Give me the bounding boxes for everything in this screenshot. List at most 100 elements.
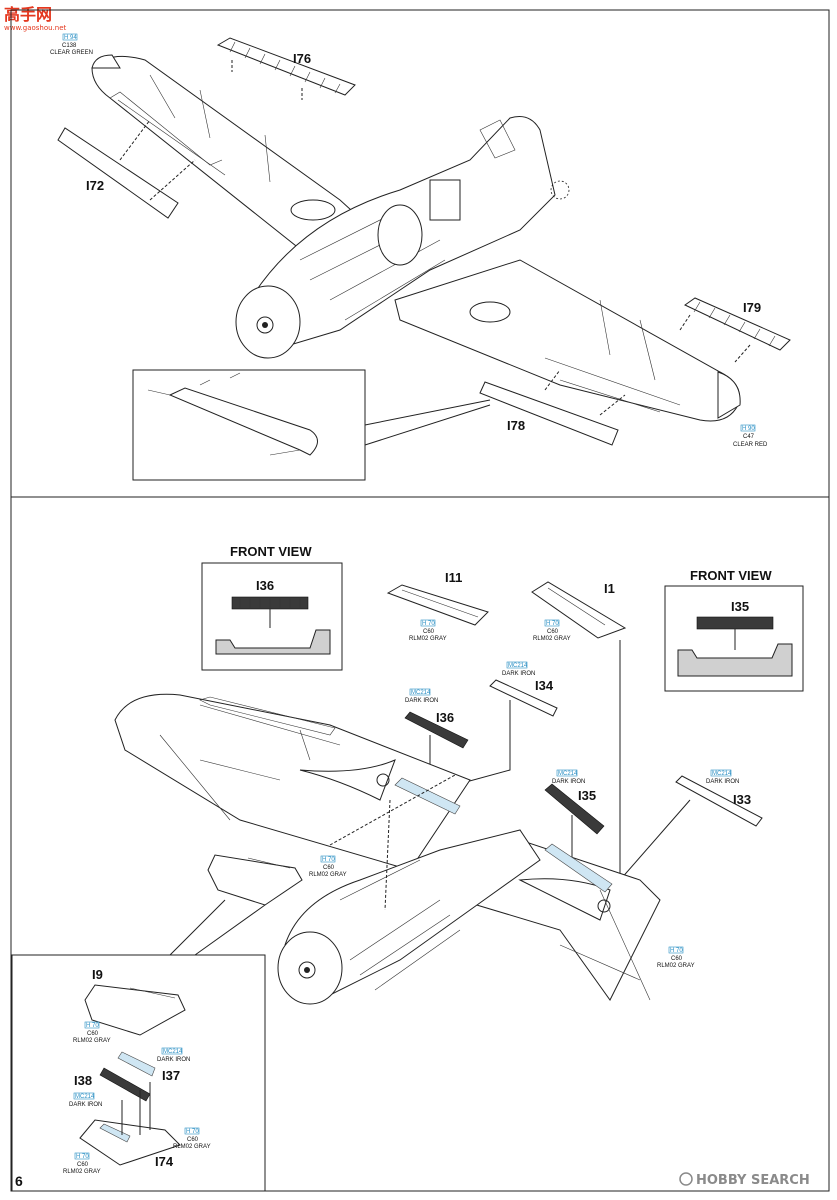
left-wingtip-light (91, 54, 121, 69)
label-i37: I37 (162, 1068, 180, 1083)
i9-detail-inset: I9 I37 I38 I74 6 (11, 854, 303, 1192)
lower-left-wing (114, 693, 471, 871)
callout-rlm02-i74: H 70 C60 RLM02 GRAY (173, 1127, 211, 1150)
clear-green-c: C138 (62, 43, 77, 49)
callout-dark-iron-i34: MC214 DARK IRON (502, 661, 535, 677)
part-i34: I34 (454, 678, 558, 786)
rlm02-i11-c: C60 (423, 629, 435, 635)
dark-iron-i35-mc: MC214 (558, 771, 578, 777)
part-i78-flap: I78 (479, 369, 626, 446)
right-wing-marking (469, 301, 511, 323)
bottom-aircraft-drawing (114, 693, 661, 1005)
dark-iron-i38-mc: MC214 (75, 1094, 95, 1100)
label-i79: I79 (743, 300, 761, 315)
front-view-left-part: I36 (256, 578, 274, 593)
bottom-section-frame (10, 496, 830, 1192)
dark-iron-i38-name: DARK IRON (69, 1102, 102, 1108)
label-i78: I78 (507, 418, 525, 433)
clear-red-c: C47 (743, 434, 755, 440)
rlm02-i9-h: H 70 (86, 1023, 99, 1029)
label-i9: I9 (92, 967, 103, 982)
label-i33: I33 (733, 792, 751, 807)
callout-clear-red: H 90 C47 CLEAR RED (733, 424, 768, 448)
part-i72-flap: I72 (57, 119, 196, 219)
part-i11-door: I11 (386, 570, 489, 626)
label-i72: I72 (86, 178, 104, 193)
rlm02-i1-name: RLM02 GRAY (533, 636, 571, 642)
front-view-right-title: FRONT VIEW (690, 568, 772, 583)
front-view-left: FRONT VIEW I36 (201, 544, 343, 671)
callout-rlm02-i9: H 70 C60 RLM02 GRAY (73, 1021, 111, 1044)
callout-dark-iron-i37: MC214 DARK IRON (157, 1047, 190, 1063)
top-detail-inset (132, 369, 491, 481)
rlm02-i1-h: H 70 (546, 621, 559, 627)
rlm02-bottom-h: H 70 (76, 1154, 89, 1160)
part-i37 (117, 1051, 156, 1077)
callout-dark-iron-i33: MC214 DARK IRON (706, 769, 739, 785)
cockpit-frame (429, 179, 461, 221)
left-wing-marking (290, 199, 336, 221)
label-i35: I35 (578, 788, 596, 803)
watermark-hobby-search: HOBBY SEARCH (679, 1172, 810, 1188)
watermark-url: www.gaoshou.net (4, 24, 67, 32)
right-wingtip-light (717, 371, 741, 419)
rlm02-wing-right-h: H 70 (670, 948, 683, 954)
callout-dark-iron-i35: MC214 DARK IRON (552, 769, 585, 785)
rlm02-wing-right-name: RLM02 GRAY (657, 963, 695, 969)
hobby-search-logo-icon (679, 1172, 693, 1186)
part-i1-door: I1 (531, 581, 627, 880)
dark-iron-i33-mc: MC214 (712, 771, 732, 777)
left-wheel-well (299, 759, 396, 801)
rlm02-i11-h: H 70 (422, 621, 435, 627)
rlm02-i74-c: C60 (187, 1137, 199, 1143)
right-wing (394, 259, 740, 422)
part-i36-grill: I36 (404, 710, 469, 780)
rlm02-bottom-c: C60 (77, 1162, 89, 1168)
mask-area-right (544, 843, 613, 893)
clear-green-name: CLEAR GREEN (50, 50, 93, 56)
rlm02-i11-name: RLM02 GRAY (409, 636, 447, 642)
rlm02-wing-left-name: RLM02 GRAY (309, 872, 347, 878)
rlm02-i9-name: RLM02 GRAY (73, 1038, 111, 1044)
part-i74 (79, 1119, 181, 1166)
dark-iron-i34-mc: MC214 (508, 663, 528, 669)
part-i35-grill: I35 (544, 783, 605, 865)
dark-iron-i37-name: DARK IRON (157, 1057, 190, 1063)
rlm02-i74-h: H 70 (186, 1129, 199, 1135)
dark-iron-i35-name: DARK IRON (552, 779, 585, 785)
callout-dark-iron-i36: MC214 DARK IRON (405, 688, 438, 704)
watermark-top-logo: 高手网 www.gaoshou.net (4, 5, 67, 32)
rlm02-i9-c: C60 (87, 1031, 99, 1037)
rlm02-wing-left-h: H 70 (322, 857, 335, 863)
label-i76: I76 (293, 51, 311, 66)
rlm02-wing-left-c: C60 (323, 865, 335, 871)
mask-area-left (394, 777, 461, 815)
callout-rlm02-wing-left: H 70 C60 RLM02 GRAY (309, 855, 347, 878)
dark-iron-i36-name: DARK IRON (405, 698, 438, 704)
rlm02-wing-right-c: C60 (671, 956, 683, 962)
callout-rlm02-wing-right: H 70 C60 RLM02 GRAY (657, 946, 695, 969)
rlm02-i74-name: RLM02 GRAY (173, 1144, 211, 1150)
dark-iron-i36-mc: MC214 (411, 690, 431, 696)
callout-rlm02-i11: H 70 C60 RLM02 GRAY (409, 619, 447, 642)
callout-clear-green: H 94 C138 CLEAR GREEN (50, 33, 93, 56)
part-i9 (84, 984, 186, 1036)
watermark-hobby-search-text: HOBBY SEARCH (696, 1173, 810, 1188)
label-i36: I36 (436, 710, 454, 725)
clear-green-h: H 94 (64, 35, 77, 41)
dark-iron-i34-name: DARK IRON (502, 671, 535, 677)
dark-iron-i33-name: DARK IRON (706, 779, 739, 785)
label-i74: I74 (155, 1154, 174, 1169)
label-i34: I34 (535, 678, 554, 693)
clear-red-h: H 90 (742, 426, 755, 432)
right-wheel-well (518, 878, 611, 921)
label-i11: I11 (445, 570, 462, 585)
front-view-right-part: I35 (731, 599, 749, 614)
label-i38: I38 (74, 1073, 92, 1088)
part-i76-slat: I76 (216, 37, 356, 100)
top-aircraft-drawing (91, 54, 741, 422)
callout-rlm02-i1: H 70 C60 RLM02 GRAY (533, 619, 571, 642)
rlm02-i1-c: C60 (547, 629, 559, 635)
i9-in-place (207, 854, 303, 906)
